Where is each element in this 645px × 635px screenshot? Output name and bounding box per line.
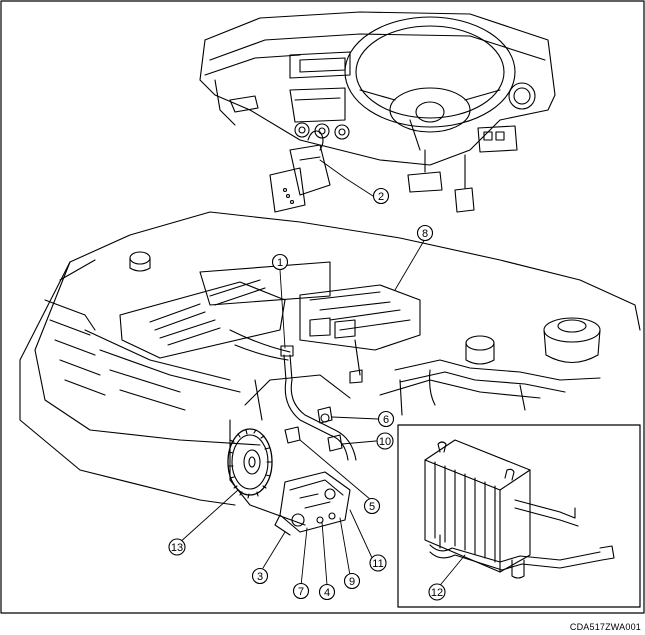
callout-12: 12 [428,583,446,601]
callout-2: 2 [372,187,390,205]
svg-text:5: 5 [369,501,375,513]
svg-text:11: 11 [372,558,383,570]
engine-bay-illustration [19,211,641,536]
callout-5: 5 [363,497,381,515]
svg-text:2: 2 [378,191,384,203]
svg-text:4: 4 [324,587,330,599]
svg-text:9: 9 [349,576,355,588]
callout-9: 9 [343,572,361,590]
svg-text:13: 13 [171,542,183,554]
svg-text:8: 8 [422,228,428,240]
svg-text:6: 6 [383,414,389,426]
callout-11: 11 [369,554,387,572]
svg-text:12: 12 [431,587,443,599]
figure-frame [0,0,645,614]
callout-4: 4 [318,583,336,601]
callout-13: 13 [168,538,186,556]
dashboard-illustration [199,11,556,213]
svg-text:3: 3 [257,571,263,583]
callout-8: 8 [416,224,434,242]
svg-text:7: 7 [298,586,304,598]
svg-text:10: 10 [379,436,391,448]
callout-3: 3 [251,567,269,585]
callout-leaders [177,159,466,590]
oil-cooler-inset [397,424,641,608]
figure-code: CDA517ZWA001 [569,622,641,632]
callout-1: 1 [271,253,289,271]
svg-text:1: 1 [277,257,283,269]
callout-6: 6 [377,410,395,428]
callout-7: 7 [292,582,310,600]
callout-10: 10 [376,432,394,450]
